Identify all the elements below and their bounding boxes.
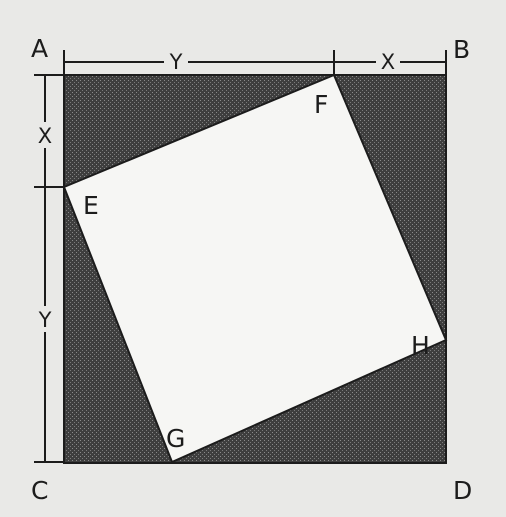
point-label-b: B bbox=[453, 35, 470, 64]
label-bg-left-x bbox=[34, 122, 56, 148]
dim-label-top-x: X bbox=[381, 50, 395, 74]
point-label-g: G bbox=[166, 424, 185, 453]
point-label-c: C bbox=[31, 476, 48, 505]
dim-label-left-x: X bbox=[38, 124, 52, 148]
label-bg-top-y bbox=[164, 50, 188, 74]
dim-label-top-y: Y bbox=[169, 50, 183, 74]
point-label-e: E bbox=[83, 191, 99, 220]
point-label-f: F bbox=[314, 90, 328, 119]
inner-square bbox=[62, 73, 448, 464]
label-bg-left-y bbox=[34, 306, 56, 332]
point-label-a: A bbox=[31, 34, 48, 63]
label-bg-top-x bbox=[376, 50, 400, 74]
point-label-d: D bbox=[453, 476, 472, 505]
point-label-h: H bbox=[411, 331, 430, 360]
dim-label-left-y: Y bbox=[38, 308, 52, 332]
